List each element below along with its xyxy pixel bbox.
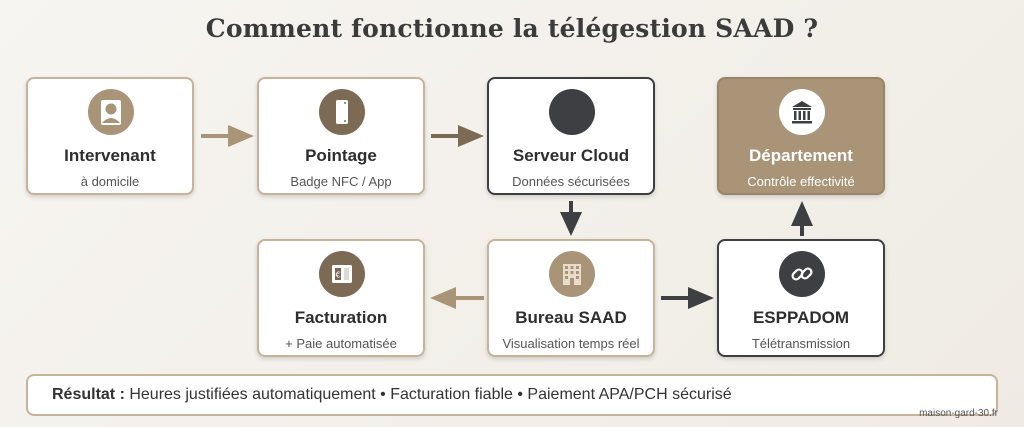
cloud-icon <box>549 89 595 135</box>
arrow-bureau-facturation <box>430 287 484 309</box>
node-serveur-cloud: Serveur Cloud Données sécurisées <box>487 77 655 195</box>
link-icon <box>779 251 825 297</box>
node-esppadom: ESPPADOM Télétransmission <box>717 239 885 357</box>
node-departement: Département Contrôle effectivité <box>717 77 885 195</box>
arrow-intervenant-pointage <box>201 125 254 147</box>
arrow-esppadom-departement <box>791 201 813 236</box>
node-intervenant: Intervenant à domicile <box>26 77 194 195</box>
page-title: Comment fonctionne la télégestion SAAD ? <box>205 14 819 43</box>
euro-bill-icon: € <box>319 251 365 297</box>
node-facturation: € Facturation + Paie automatisée <box>257 239 425 357</box>
node-bureau-saad: Bureau SAAD Visualisation temps réel <box>487 239 655 357</box>
arrow-serveur-bureau <box>560 201 582 236</box>
person-icon <box>88 89 134 135</box>
site-credit: maison-gard-30.fr <box>919 408 998 419</box>
nfc-badge-icon <box>319 89 365 135</box>
svg-text:€: € <box>335 271 340 280</box>
arrow-bureau-esppadom <box>661 287 714 309</box>
bank-icon <box>779 89 825 135</box>
office-building-icon <box>549 251 595 297</box>
result-text: Heures justifiées automatiquement • Fact… <box>124 386 732 403</box>
node-pointage: Pointage Badge NFC / App <box>257 77 425 195</box>
result-label: Résultat : <box>52 386 125 403</box>
result-box: Résultat : Heures justifiées automatique… <box>26 374 998 416</box>
arrow-pointage-serveur <box>431 125 484 147</box>
